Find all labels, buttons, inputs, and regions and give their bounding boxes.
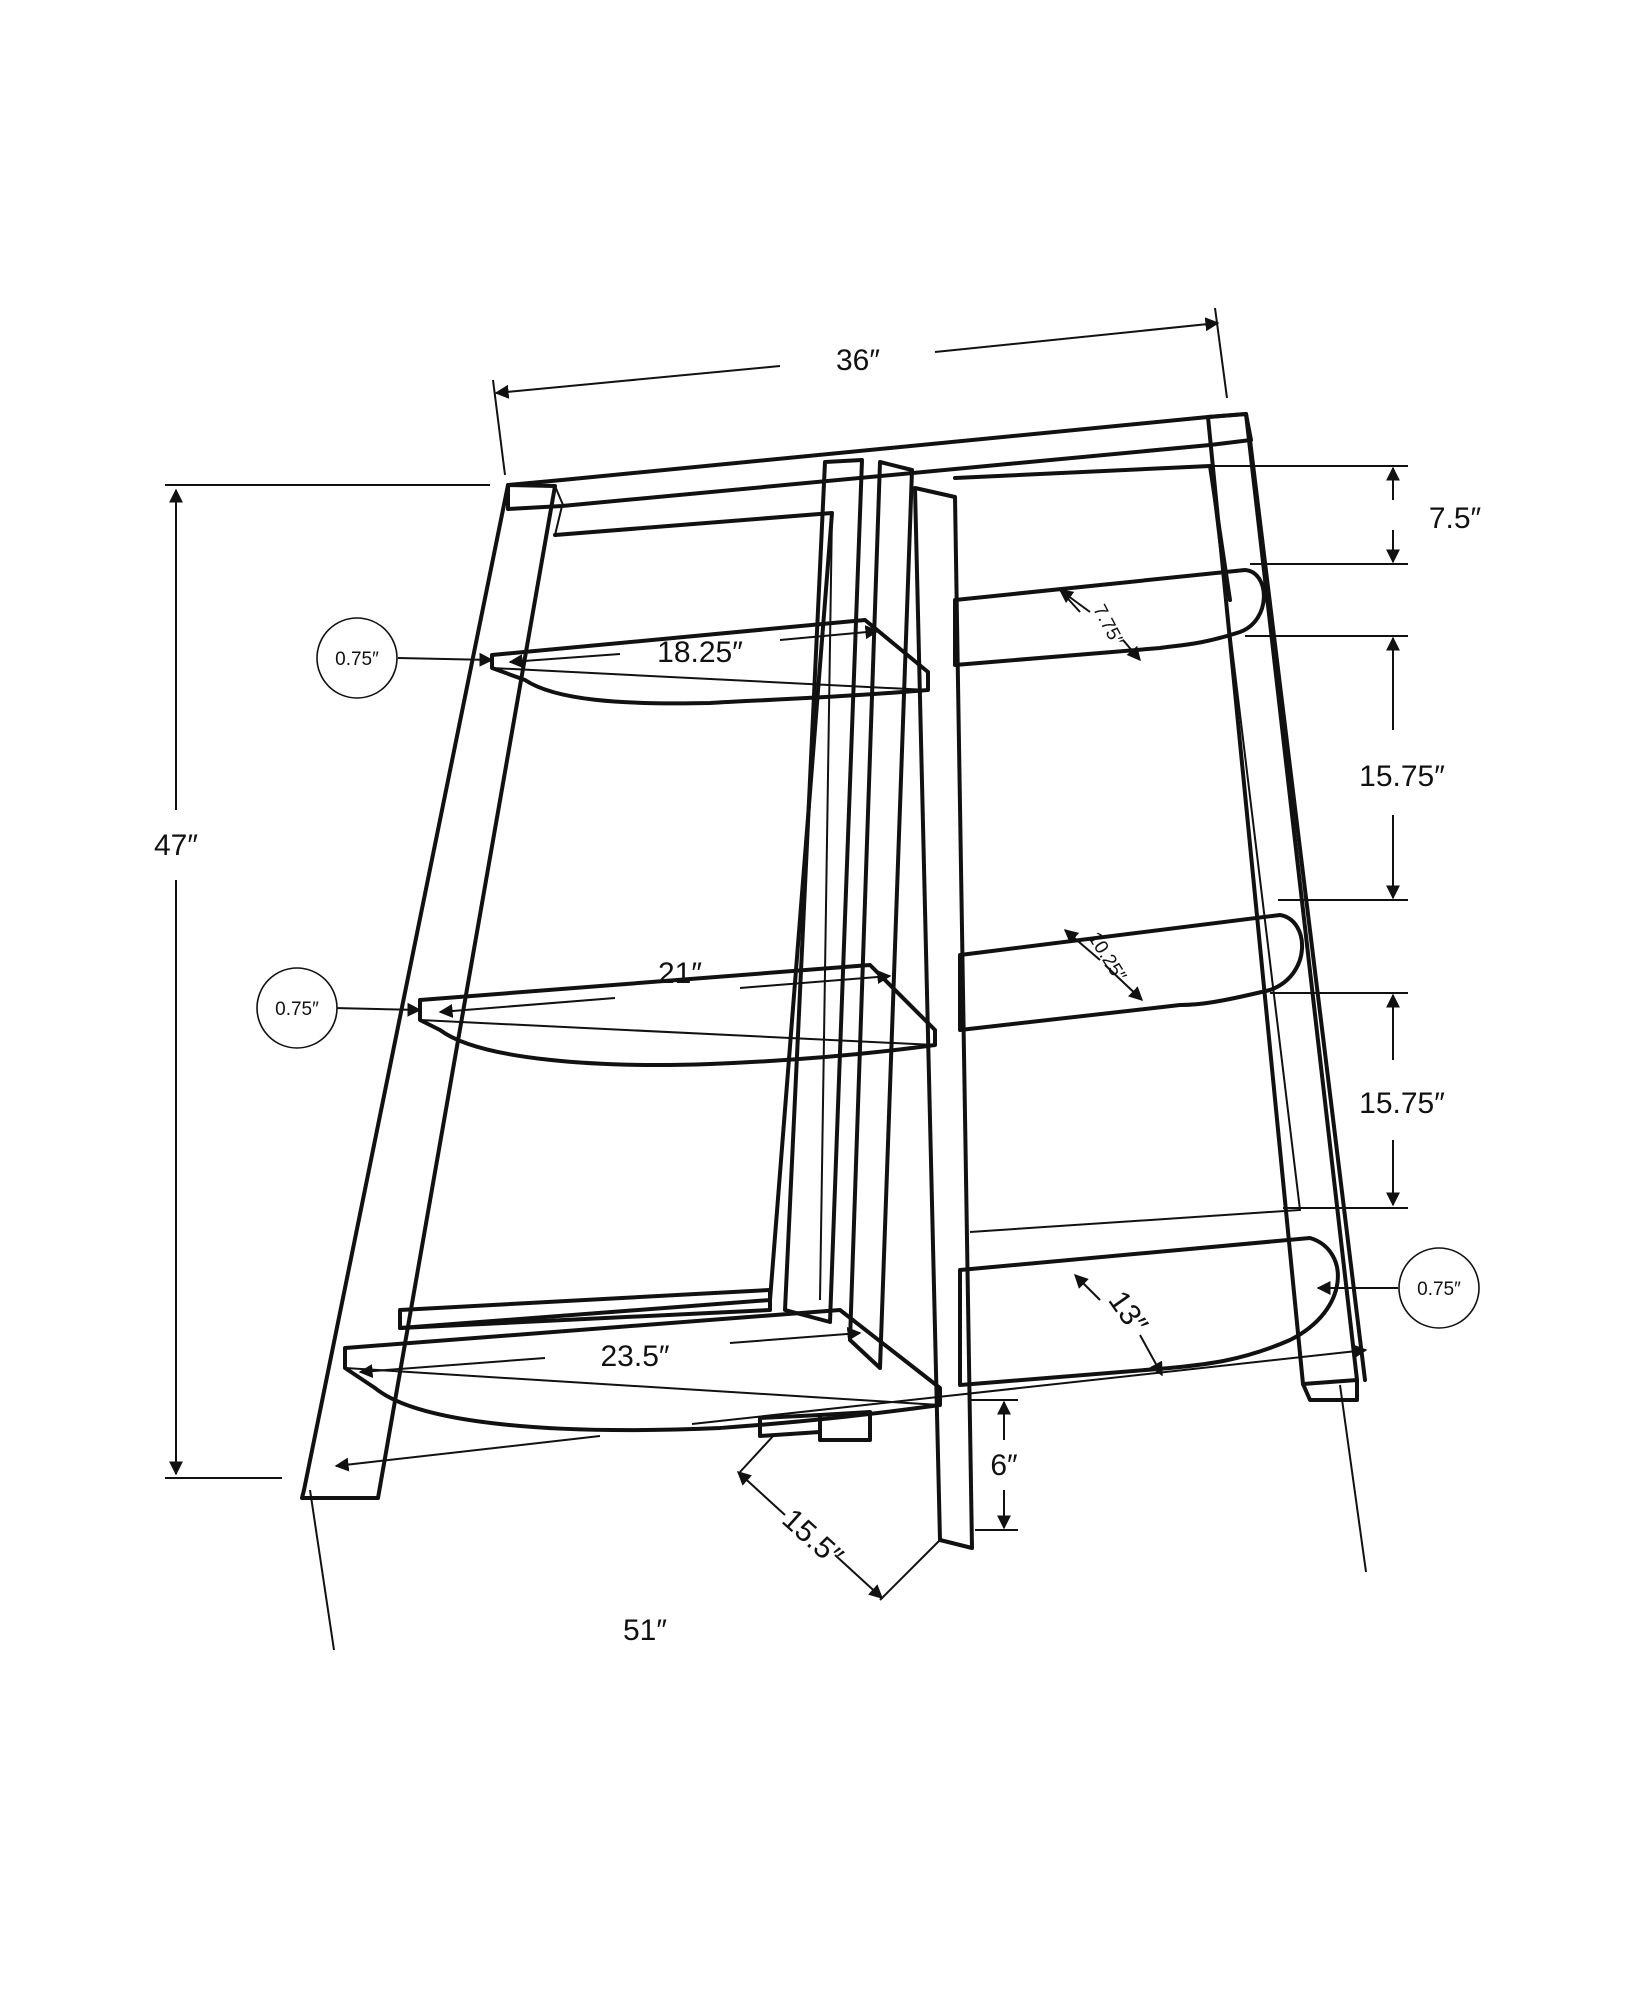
thickness-callout-middle — [256, 967, 338, 1049]
left-shelf-middle — [418, 963, 937, 1067]
thickness-callout-top — [316, 617, 398, 699]
right-shelf-top — [953, 568, 1266, 667]
left-bottom-crossbar — [398, 1288, 772, 1330]
thickness-callout-bottom-right — [1398, 1247, 1480, 1329]
top-gap-label: 7.5″ — [1429, 502, 1482, 535]
thickness-callouts: 0.75″ 0.75″ 0.75″ — [256, 617, 1480, 1329]
left-shelf-top — [490, 618, 930, 706]
left-inner-post — [398, 511, 834, 1330]
right-inner-back — [953, 464, 1232, 602]
dimension-lines — [165, 307, 1408, 1651]
right-shelf-bottom — [958, 1236, 1340, 1387]
bookcase-outline — [300, 412, 1367, 1550]
left-frame-leg — [300, 483, 557, 1500]
center-front-post — [913, 486, 974, 1550]
top-right-shelf-depth-label: 7.75″ — [1088, 601, 1127, 650]
middle-right-shelf-depth-label: 10.25″ — [1083, 929, 1130, 986]
upper-spacing-label: 15.75″ — [1359, 760, 1445, 793]
thickness-label-top: 0.75″ — [335, 649, 379, 670]
dimension-labels: 36″ 47″ 51″ 15.5″ 6″ 7.5″ 15.75″ 15.75″ … — [154, 344, 1482, 1647]
middle-left-shelf-width-label: 21″ — [658, 957, 702, 990]
base-width-label: 51″ — [623, 1614, 667, 1647]
right-frame-outer — [1244, 412, 1367, 1382]
depth-label: 15.5″ — [776, 1503, 850, 1574]
thickness-label-bottom-right: 0.75″ — [1417, 1279, 1461, 1300]
thickness-label-middle: 0.75″ — [275, 999, 319, 1020]
lower-spacing-label: 15.75″ — [1359, 1087, 1445, 1120]
leg-clearance-label: 6″ — [990, 1449, 1018, 1482]
left-shelf-bottom — [343, 1308, 942, 1433]
total-height-label: 47″ — [154, 829, 198, 862]
top-width-label: 36″ — [836, 344, 880, 377]
center-post-left — [783, 458, 864, 1324]
right-shelf-middle — [958, 913, 1304, 1032]
bottom-right-shelf-depth-label: 13″ — [1102, 1285, 1154, 1340]
bottom-left-shelf-width-label: 23.5″ — [600, 1340, 669, 1373]
top-left-shelf-width-label: 18.25″ — [657, 636, 743, 669]
center-post-middle — [848, 460, 914, 1370]
